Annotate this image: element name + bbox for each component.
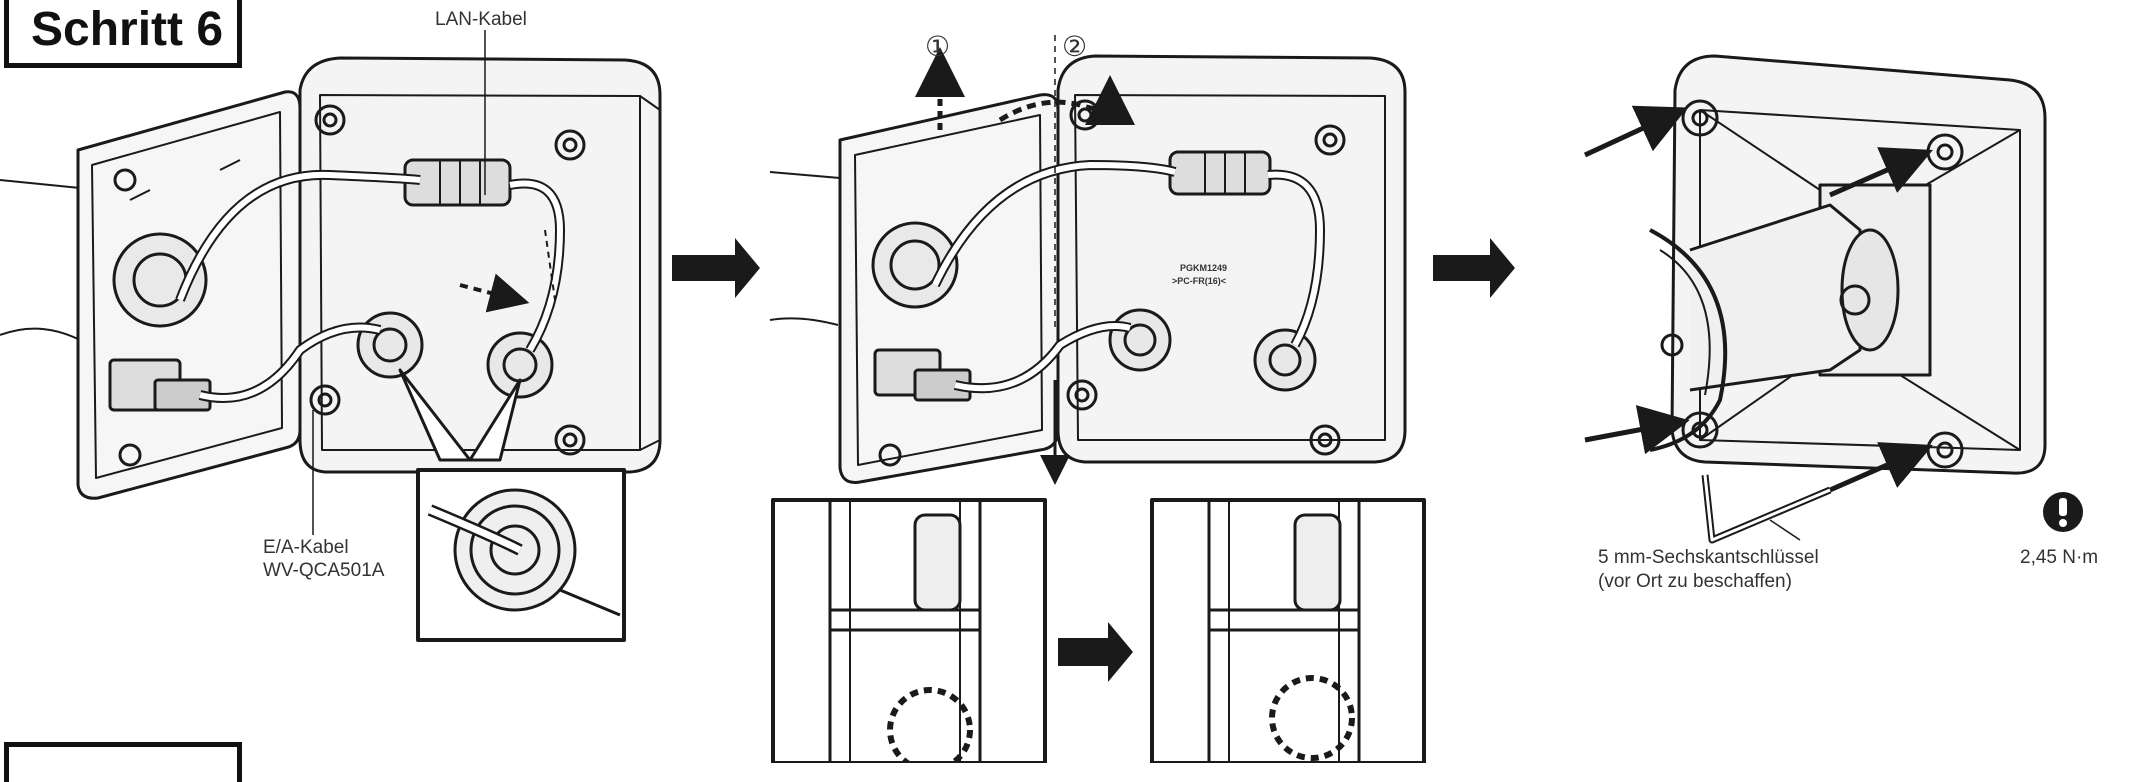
box-print-line1: PGKM1249 bbox=[1180, 263, 1228, 273]
torque-value: 2,45 N·m bbox=[2020, 547, 2099, 568]
step-title: Schritt 6 bbox=[31, 3, 224, 56]
step-marker-2: ② bbox=[1062, 30, 1088, 63]
warning-exclamation-icon bbox=[2043, 492, 2083, 532]
diagram-drawing bbox=[0, 30, 2083, 763]
io-cable-label-line2: WV-QCA501A bbox=[263, 560, 385, 581]
step-title-box: Schritt 6 bbox=[4, 0, 242, 68]
rotate-lid-arrow bbox=[998, 75, 1135, 126]
hex-wrench-label-line2: (vor Ort zu beschaffen) bbox=[1598, 571, 1792, 592]
panel-1-open-junction-box bbox=[0, 30, 662, 642]
hex-wrench-label-line1: 5 mm-Sechskantschlüssel bbox=[1598, 547, 1819, 568]
junction-box-body bbox=[298, 56, 662, 474]
io-cable-label-line1: E/A-Kabel bbox=[263, 537, 349, 558]
next-step-box-fragment bbox=[4, 742, 242, 782]
arrow-right-icon bbox=[672, 238, 760, 298]
panel-2-routing-and-closing bbox=[769, 35, 1426, 763]
hex-wrench-icon bbox=[1701, 474, 1832, 544]
panel-3-fasten-screws bbox=[1583, 54, 2047, 544]
arrow-right-icon bbox=[1058, 622, 1133, 682]
hinge-highlight-before bbox=[887, 687, 973, 763]
box-print-line2: >PC-FR(16)< bbox=[1172, 276, 1227, 286]
arrow-right-icon bbox=[1433, 238, 1515, 298]
hinge-highlight-after bbox=[1269, 675, 1355, 761]
lan-cable-label: LAN-Kabel bbox=[435, 9, 527, 30]
step-marker-1: ① bbox=[925, 30, 951, 63]
